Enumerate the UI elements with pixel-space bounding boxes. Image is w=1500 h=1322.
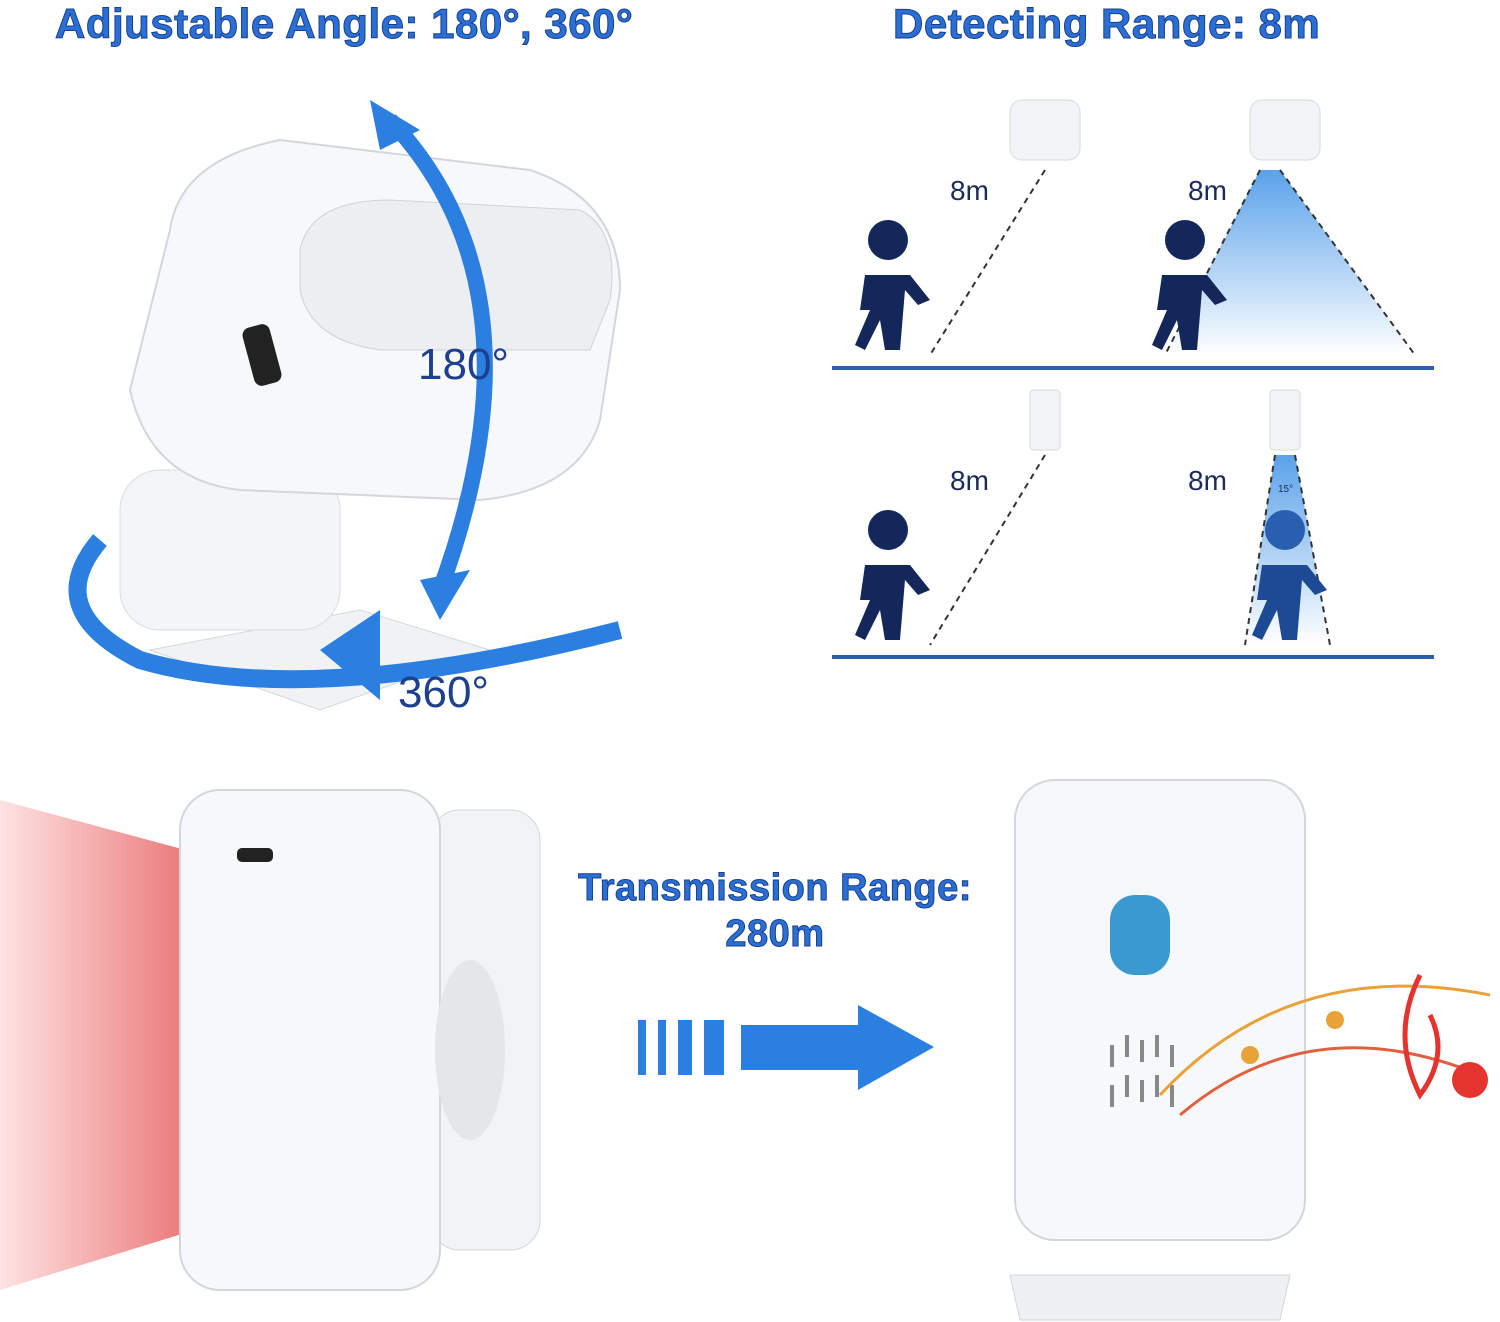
receiver-illustration xyxy=(1009,779,1491,1321)
sensor-infrared-illustration xyxy=(0,789,541,1291)
angle-heading: Adjustable Angle: 180°, 360° xyxy=(54,0,634,48)
range-label-1: 8m xyxy=(950,175,989,206)
sensor-stand xyxy=(119,469,341,631)
horizontal-rotation-arrow xyxy=(68,534,623,689)
treble-clef-icon xyxy=(1402,973,1441,1100)
detecting-range-diagrams: 15° xyxy=(855,99,1416,646)
transmission-arrow xyxy=(638,1005,934,1090)
person-icon xyxy=(855,220,930,350)
receiver-body xyxy=(1014,779,1306,1241)
receiver-light xyxy=(1110,895,1170,975)
range-label-4: 8m xyxy=(1188,465,1227,496)
music-note-icon xyxy=(1326,1011,1344,1029)
transmission-heading: Transmission Range: 280m xyxy=(565,865,985,957)
person-icon xyxy=(855,510,930,640)
person-icon xyxy=(1152,220,1227,350)
range-label-2: 8m xyxy=(1188,175,1227,206)
vertical-rotation-arrow xyxy=(384,114,493,593)
range-label-3: 8m xyxy=(950,465,989,496)
transmission-label: Transmission Range: xyxy=(578,867,972,910)
receiver-base xyxy=(1009,1274,1291,1321)
angle-180-label: 180° xyxy=(418,340,510,389)
music-note-icon xyxy=(1452,1062,1488,1098)
cone-angle-label: 15° xyxy=(1278,484,1293,495)
sensor-led xyxy=(242,324,282,386)
floor-line-2 xyxy=(832,655,1434,659)
detecting-heading: Detecting Range: 8m xyxy=(892,0,1321,48)
angle-360-label: 360° xyxy=(398,668,490,717)
transmission-value: 280m xyxy=(725,913,825,956)
sensor-rotation-illustration xyxy=(68,100,623,711)
person-icon xyxy=(1252,510,1327,640)
music-note-icon xyxy=(1241,1046,1259,1064)
floor-line-1 xyxy=(832,366,1434,370)
